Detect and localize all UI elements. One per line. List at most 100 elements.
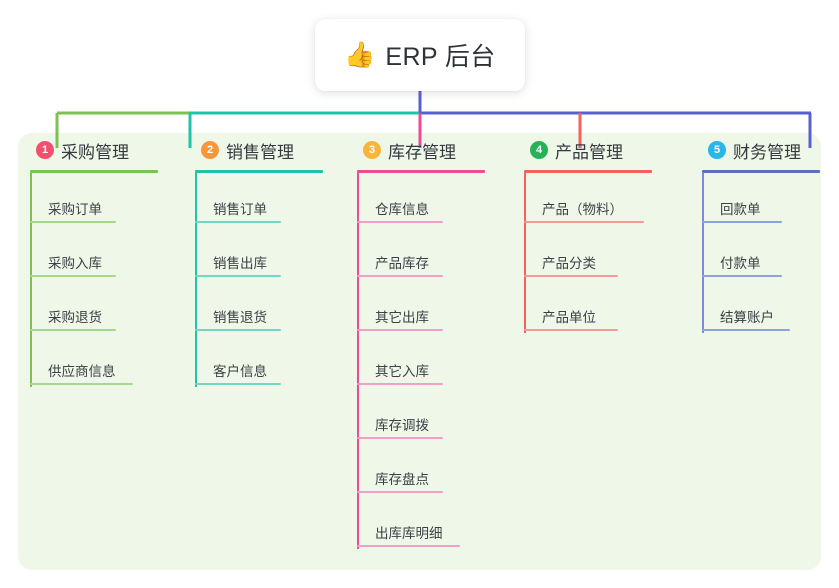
diagram-panel — [18, 133, 821, 570]
column-item-rule — [357, 437, 443, 439]
column-header-2[interactable]: 2 销售管理 — [183, 133, 338, 167]
column-item-rule — [524, 221, 644, 223]
column-item[interactable]: 销售订单 — [183, 173, 338, 227]
column-2: 2 销售管理销售订单销售出库销售退货客户信息 — [183, 133, 338, 389]
column-badge-1: 1 — [36, 141, 54, 159]
thumbs-up-icon: 👍 — [344, 40, 376, 69]
column-item-rule — [357, 275, 443, 277]
column-item[interactable]: 采购订单 — [18, 173, 173, 227]
column-item-rule — [30, 383, 133, 385]
column-spine-3 — [357, 173, 359, 549]
column-item[interactable]: 付款单 — [690, 227, 820, 281]
column-item-label: 库存盘点 — [375, 472, 429, 487]
column-item-rule — [357, 221, 443, 223]
column-spine-2 — [195, 173, 197, 387]
column-item-label: 销售订单 — [213, 202, 267, 217]
column-item-label: 其它出库 — [375, 310, 429, 325]
column-item-rule — [30, 221, 116, 223]
column-item-label: 其它入库 — [375, 364, 429, 379]
column-item[interactable]: 库存调拨 — [345, 389, 510, 443]
column-item-label: 付款单 — [720, 256, 761, 271]
column-item[interactable]: 出库库明细 — [345, 497, 510, 551]
column-header-4[interactable]: 4 产品管理 — [512, 133, 687, 167]
column-item-rule — [195, 275, 281, 277]
columns-container: 1 采购管理采购订单采购入库采购退货供应商信息 2 销售管理销售订单销售出库销售退货客… — [18, 133, 821, 570]
column-badge-2: 2 — [201, 141, 219, 159]
column-title-1: 采购管理 — [61, 142, 129, 162]
column-item-rule — [195, 221, 281, 223]
column-1: 1 采购管理采购订单采购入库采购退货供应商信息 — [18, 133, 173, 389]
column-badge-4: 4 — [530, 141, 548, 159]
column-item-rule — [195, 383, 281, 385]
column-item-rule — [357, 329, 443, 331]
column-item[interactable]: 客户信息 — [183, 335, 338, 389]
column-title-5: 财务管理 — [733, 142, 801, 162]
column-items-4: 产品（物料） 产品分类产品单位 — [512, 173, 687, 335]
column-rule-5 — [702, 170, 820, 173]
column-item-rule — [357, 383, 443, 385]
column-badge-5: 5 — [708, 141, 726, 159]
column-items-2: 销售订单销售出库销售退货客户信息 — [183, 173, 338, 389]
column-spine-5 — [702, 173, 704, 333]
column-title-4: 产品管理 — [555, 142, 623, 162]
column-item-label: 销售退货 — [213, 310, 267, 325]
column-item-rule — [30, 329, 116, 331]
column-item[interactable]: 结算账户 — [690, 281, 820, 335]
column-items-1: 采购订单采购入库采购退货供应商信息 — [18, 173, 173, 389]
column-item-label: 仓库信息 — [375, 202, 429, 217]
column-item-label: 销售出库 — [213, 256, 267, 271]
column-item-label: 采购订单 — [48, 202, 102, 217]
page-title: ERP 后台 — [385, 43, 496, 71]
root-node-card[interactable]: 👍 ERP 后台 — [315, 19, 525, 91]
column-item[interactable]: 产品库存 — [345, 227, 510, 281]
column-item[interactable]: 其它出库 — [345, 281, 510, 335]
column-header-1[interactable]: 1 采购管理 — [18, 133, 173, 167]
column-item-label: 结算账户 — [720, 310, 774, 325]
root-node-content: 👍 ERP 后台 — [344, 37, 495, 73]
column-item[interactable]: 其它入库 — [345, 335, 510, 389]
column-item-label: 产品单位 — [542, 310, 596, 325]
column-item[interactable]: 销售退货 — [183, 281, 338, 335]
column-item-rule — [357, 545, 460, 547]
column-items-5: 回款单付款单结算账户 — [690, 173, 820, 335]
column-item-label: 出库库明细 — [375, 526, 443, 541]
column-item-rule — [195, 329, 281, 331]
column-item[interactable]: 采购退货 — [18, 281, 173, 335]
column-4: 4 产品管理产品（物料） 产品分类产品单位 — [512, 133, 687, 335]
column-item[interactable]: 产品单位 — [512, 281, 687, 335]
column-spine-4 — [524, 173, 526, 333]
column-item-label: 采购入库 — [48, 256, 102, 271]
column-item-label: 库存调拨 — [375, 418, 429, 433]
column-item-rule — [702, 275, 782, 277]
column-item-label: 产品（物料） — [542, 202, 623, 217]
column-item[interactable]: 仓库信息 — [345, 173, 510, 227]
column-item-rule — [524, 329, 618, 331]
column-item-label: 产品库存 — [375, 256, 429, 271]
column-item[interactable]: 库存盘点 — [345, 443, 510, 497]
column-rule-3 — [357, 170, 485, 173]
column-item-label: 产品分类 — [542, 256, 596, 271]
column-spine-1 — [30, 173, 32, 387]
column-item[interactable]: 产品分类 — [512, 227, 687, 281]
column-badge-3: 3 — [363, 141, 381, 159]
column-item-rule — [702, 329, 790, 331]
column-item-rule — [30, 275, 116, 277]
column-item-rule — [702, 221, 782, 223]
column-item-label: 回款单 — [720, 202, 761, 217]
column-items-3: 仓库信息产品库存其它出库其它入库库存调拨库存盘点出库库明细 — [345, 173, 510, 551]
column-header-5[interactable]: 5 财务管理 — [690, 133, 820, 167]
column-item[interactable]: 供应商信息 — [18, 335, 173, 389]
column-item[interactable]: 回款单 — [690, 173, 820, 227]
column-rule-2 — [195, 170, 323, 173]
column-item[interactable]: 产品（物料） — [512, 173, 687, 227]
column-item-rule — [357, 491, 443, 493]
column-item[interactable]: 采购入库 — [18, 227, 173, 281]
column-5: 5 财务管理回款单付款单结算账户 — [690, 133, 820, 335]
column-item-label: 采购退货 — [48, 310, 102, 325]
column-item[interactable]: 销售出库 — [183, 227, 338, 281]
column-title-2: 销售管理 — [226, 142, 294, 162]
column-rule-4 — [524, 170, 652, 173]
column-item-label: 供应商信息 — [48, 364, 116, 379]
